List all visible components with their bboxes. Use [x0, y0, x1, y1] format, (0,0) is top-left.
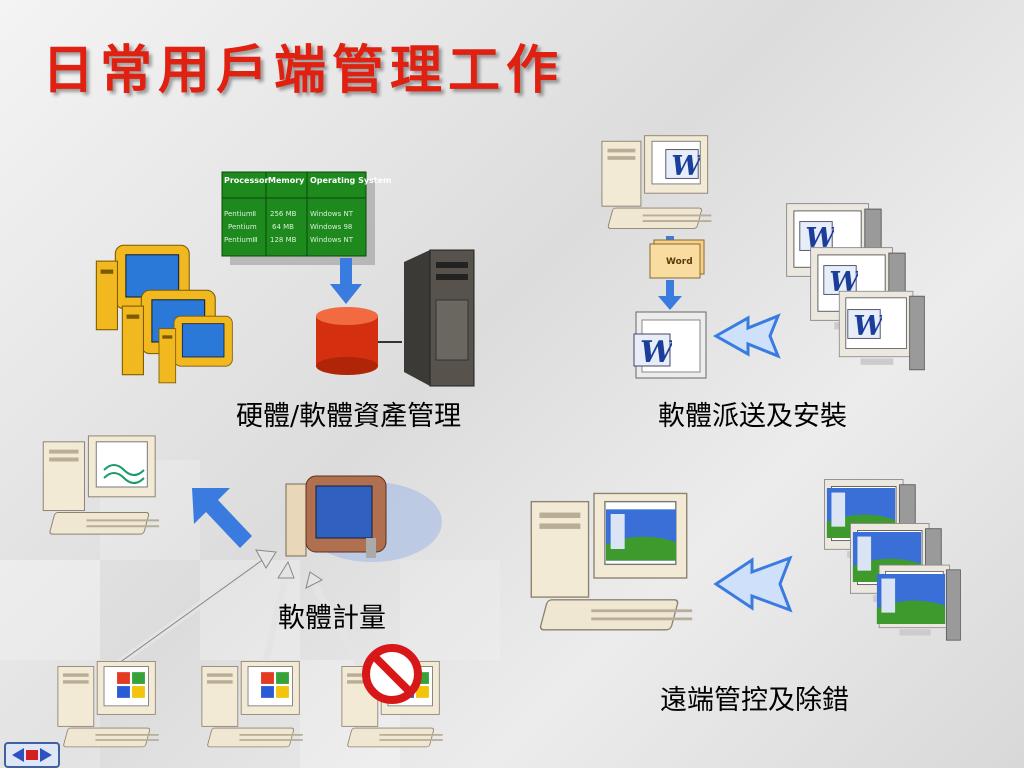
word-folder-icon: Word — [649, 239, 705, 279]
target-computers — [786, 203, 925, 371]
table-cell: 256 MB — [270, 210, 297, 218]
nav-button-icon[interactable] — [4, 742, 60, 768]
arrow-left-icon — [713, 555, 793, 613]
table-cell: 64 MB — [272, 223, 294, 231]
caption-metering: 軟體計量 — [278, 603, 386, 634]
report-arrows — [109, 549, 366, 671]
client-computer — [57, 660, 160, 748]
caption-distribution: 軟體派送及安裝 — [658, 401, 847, 432]
computer-cluster-icon — [95, 244, 233, 384]
table-cell: Pentium — [228, 223, 257, 231]
word-folder-label: Word — [666, 257, 693, 267]
source-computer — [601, 134, 713, 230]
table-header: Operating System — [310, 176, 391, 185]
arrow-down-icon — [330, 258, 362, 304]
table-cell: PentiumⅡ — [224, 210, 256, 218]
server-tower-icon — [404, 249, 475, 387]
arrow-left-icon — [712, 313, 781, 359]
table-header: Processor — [224, 176, 268, 185]
metering-server — [285, 475, 442, 562]
admin-computer — [529, 492, 694, 632]
no-entry-icon — [362, 644, 422, 704]
word-app-icon — [633, 311, 707, 379]
inventory-table: Processor Memory Operating System Pentiu… — [221, 171, 391, 265]
table-cell: Windows NT — [310, 210, 354, 218]
database-cylinder-icon — [316, 307, 378, 375]
remote-computers — [823, 478, 961, 641]
computer-icon — [42, 434, 161, 536]
table-cell: Windows NT — [310, 236, 354, 244]
page-title: 日常用戶端管理工作 — [42, 40, 565, 101]
table-cell: PentiumⅢ — [224, 236, 258, 244]
table-header: Memory — [268, 176, 305, 185]
table-cell: Windows 98 — [310, 223, 352, 231]
caption-assets: 硬體/軟體資產管理 — [236, 401, 462, 432]
table-cell: 128 MB — [270, 236, 297, 244]
caption-remote: 遠端管控及除錯 — [660, 685, 849, 716]
client-computer — [201, 660, 304, 748]
arrow-up-left-icon — [192, 488, 252, 548]
